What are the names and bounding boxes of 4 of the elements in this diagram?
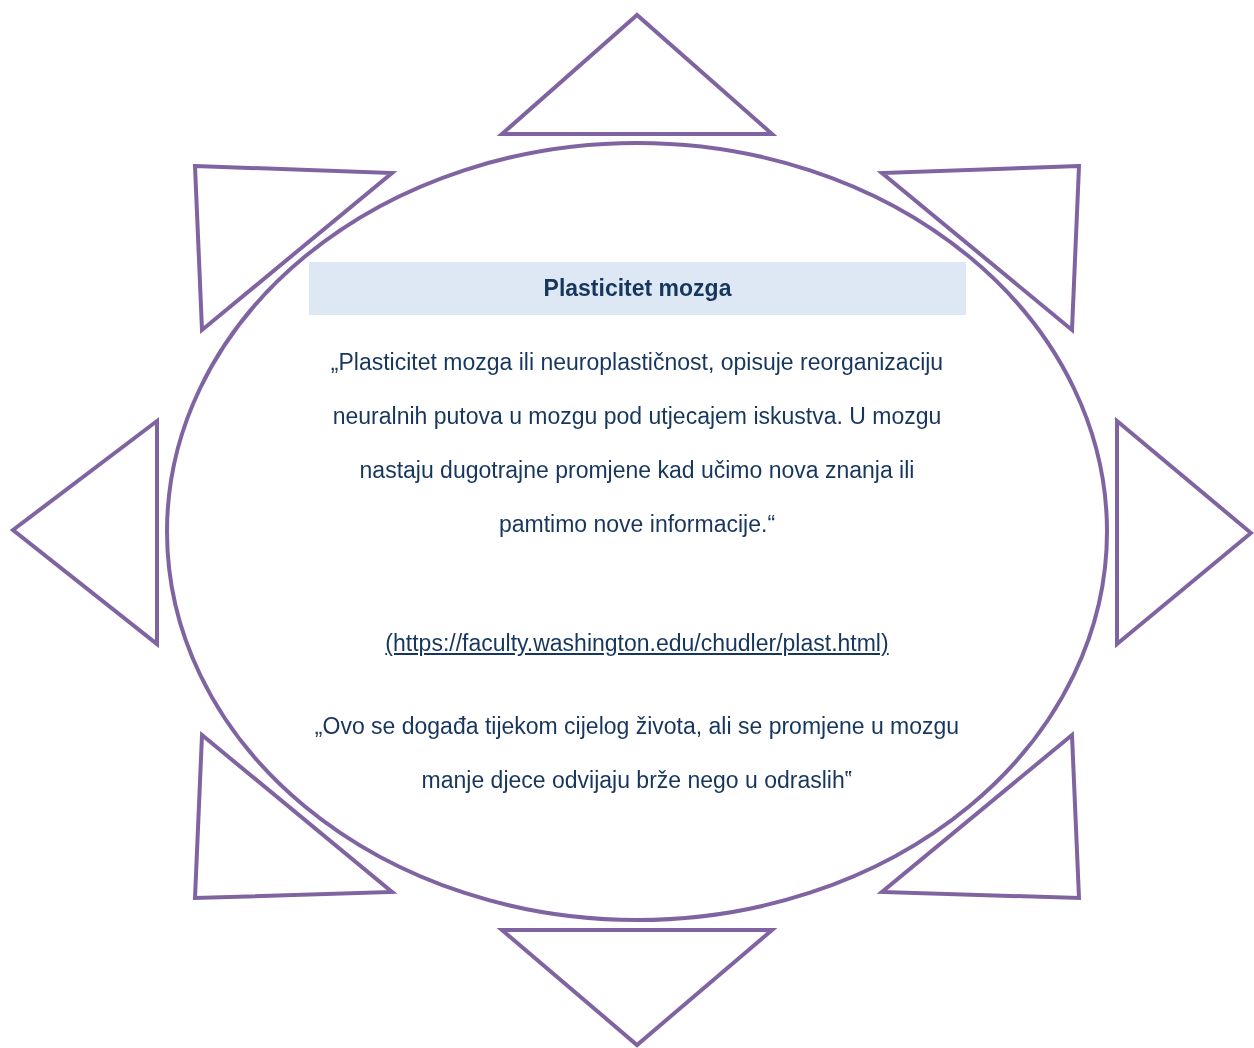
source-link: (https://faculty.washington.edu/chudler/plast.html) <box>384 629 890 658</box>
title-band: Plasticitet mozga <box>309 262 966 315</box>
quote-text: „Ovo se događa tijekom cijelog života, ali se promjene u mozgu manje djece odvijaju brže nego u odraslih‟ <box>313 712 961 795</box>
quote-text: „Plasticitet mozga ili neuroplastičnost, opisuje reorganizaciju neuralnih putova u mozgu pod utjecajem iskustva. U mozgu nastaju dugotrajne promjene kad učimo nova znanja ili pamtimo nove informacije.“ <box>329 348 945 539</box>
